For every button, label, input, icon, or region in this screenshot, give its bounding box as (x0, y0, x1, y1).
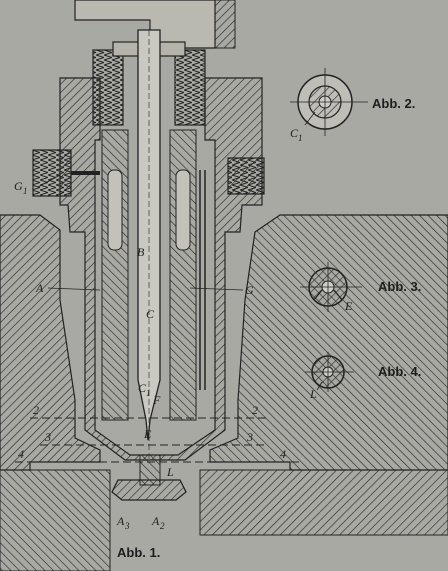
section-mark-4-right: 4 (280, 447, 286, 461)
section-mark-3-right: 3 (246, 430, 253, 444)
inner-sleeve (101, 129, 206, 421)
caption-abb2: Abb. 2. (372, 96, 415, 111)
upper-frame (74, 0, 236, 49)
detail-abb3 (300, 262, 362, 312)
label-A2-sub: 2 (160, 521, 165, 531)
detail-abb2 (290, 68, 368, 136)
label-C: C (146, 307, 155, 321)
leader-lines (37, 174, 244, 291)
section-mark-2-left: 2 (33, 403, 39, 417)
label-C1-main-sub: 1 (146, 388, 151, 398)
left-plug (32, 149, 100, 197)
needle-valve (137, 29, 161, 460)
label-A3-sub: 3 (124, 521, 130, 531)
caption-abb1: Abb. 1. (117, 545, 160, 560)
caption-abb3: Abb. 3. (378, 279, 421, 294)
label-E-detail: E (344, 299, 353, 313)
section-mark-2-right: 2 (252, 403, 258, 417)
label-L-detail: L (309, 387, 317, 401)
section-mark-3-left: 3 (44, 430, 51, 444)
valve-housing (59, 77, 263, 461)
label-A3: A (116, 514, 125, 528)
label-L: L (166, 465, 174, 479)
label-A: A (35, 281, 44, 295)
label-C1-main: C (138, 381, 147, 395)
label-E: E (143, 427, 152, 441)
section-lines (15, 417, 300, 463)
section-mark-4-left: 4 (18, 447, 24, 461)
label-C1-detail-sub: 1 (298, 133, 303, 143)
cylinder-head-casting (0, 214, 448, 571)
gland-packing (92, 41, 206, 126)
label-B: B (137, 245, 145, 259)
right-plug (227, 157, 265, 195)
label-G1: G (14, 179, 23, 193)
label-C1-detail: C (290, 126, 299, 140)
label-F: F (152, 393, 161, 407)
label-G1-sub: 1 (23, 186, 28, 196)
label-G: G (245, 283, 254, 297)
label-A2: A (151, 514, 160, 528)
detail-abb4 (305, 352, 354, 392)
caption-abb4: Abb. 4. (378, 364, 421, 379)
